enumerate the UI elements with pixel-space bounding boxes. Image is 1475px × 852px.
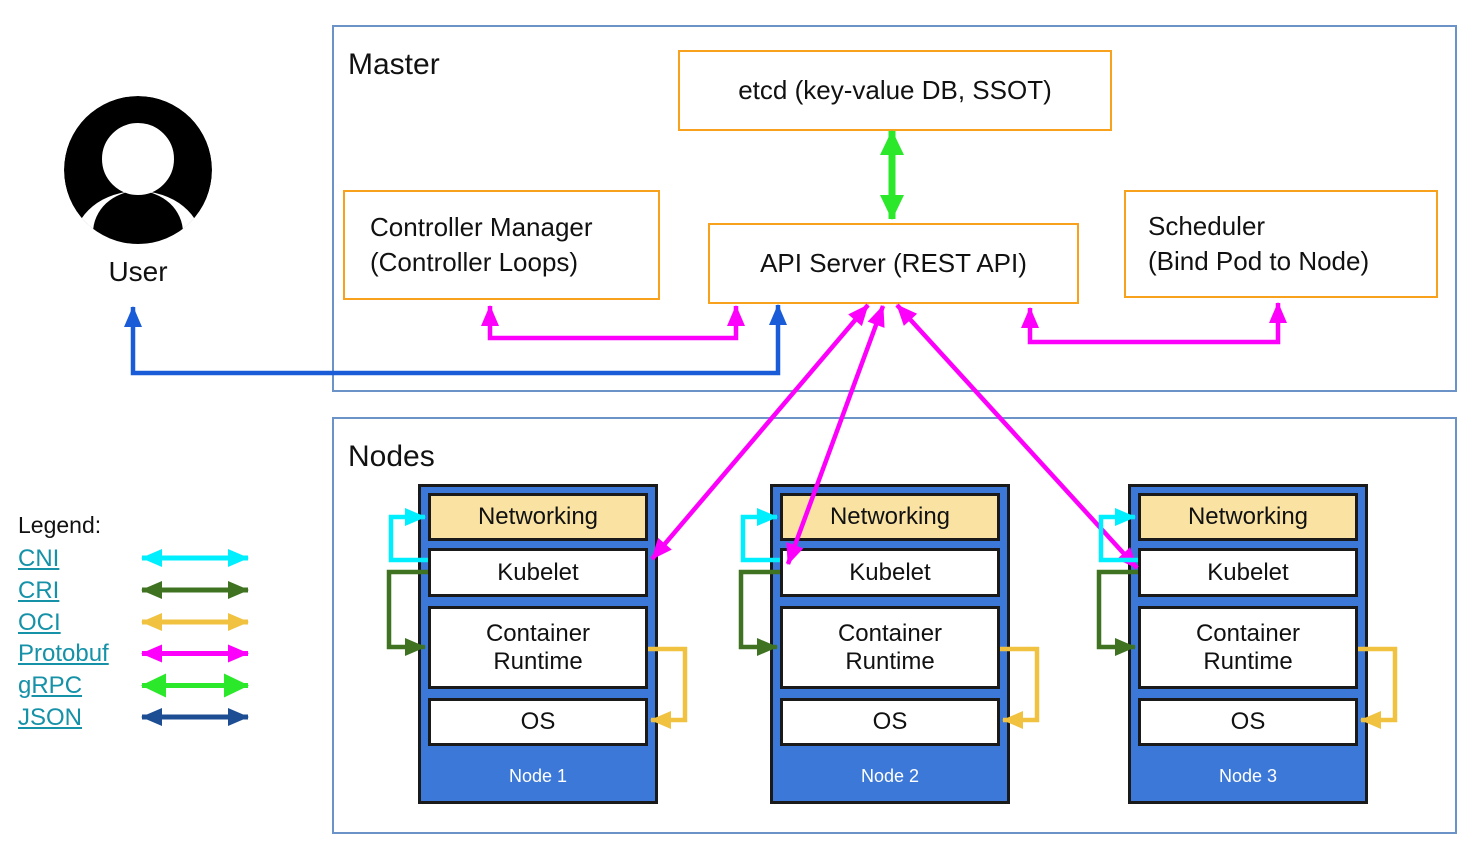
node-2-container-runtime-layer: Container Runtime (780, 606, 1000, 689)
legend-link-cri[interactable]: CRI (18, 577, 60, 604)
user-label: User (108, 256, 168, 287)
node-1-networking-layer: Networking (428, 493, 648, 541)
node-2-os-layer: OS (780, 698, 1000, 746)
master-frame (332, 25, 1457, 392)
scheduler-line2: (Bind Pod to Node) (1148, 246, 1370, 276)
legend-title: Legend: (18, 512, 102, 538)
scheduler-box: Scheduler (Bind Pod to Node) (1124, 190, 1438, 298)
legend-link-json[interactable]: JSON (18, 704, 83, 731)
node-1-label: Node 1 (508, 766, 568, 786)
master-title: Master (348, 48, 440, 81)
legend-link-grpc[interactable]: gRPC (18, 672, 83, 699)
scheduler-line1: Scheduler (1148, 211, 1266, 241)
node-1-kubelet-layer: Kubelet (428, 548, 648, 597)
controller-manager-line1: Controller Manager (370, 212, 593, 242)
controller-manager-box: Controller Manager (Controller Loops) (343, 190, 660, 300)
node-3-kubelet-layer: Kubelet (1138, 548, 1358, 597)
node-1-os-layer: OS (428, 698, 648, 746)
node-1-container-runtime-layer: Container Runtime (428, 606, 648, 689)
node-3-container-runtime-layer: Container Runtime (1138, 606, 1358, 689)
node-2-kubelet-layer: Kubelet (780, 548, 1000, 597)
etcd-box: etcd (key-value DB, SSOT) (678, 50, 1112, 131)
node-3: Networking Kubelet Container Runtime OS … (1128, 484, 1368, 804)
node-3-networking-layer: Networking (1138, 493, 1358, 541)
node-3-label: Node 3 (1218, 766, 1278, 786)
node-2-networking-layer: Networking (780, 493, 1000, 541)
api-server-box: API Server (REST API) (708, 223, 1079, 304)
node-3-os-layer: OS (1138, 698, 1358, 746)
controller-manager-line2: (Controller Loops) (370, 247, 579, 277)
node-1: Networking Kubelet Container Runtime OS … (418, 484, 658, 804)
node-2-label: Node 2 (860, 766, 920, 786)
nodes-title: Nodes (348, 440, 435, 473)
nodes-frame (332, 417, 1457, 834)
legend-link-cni[interactable]: CNI (18, 545, 60, 572)
user-avatar-icon (63, 95, 213, 250)
node-2: Networking Kubelet Container Runtime OS … (770, 484, 1010, 804)
legend-link-protobuf[interactable]: Protobuf (18, 640, 109, 667)
legend-link-oci[interactable]: OCI (18, 609, 61, 636)
